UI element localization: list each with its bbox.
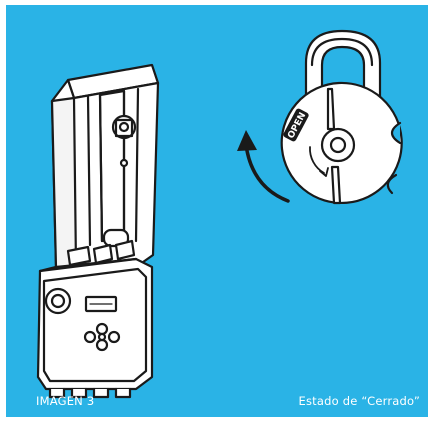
rotation-arrow xyxy=(237,130,290,203)
pump-controller-illustration xyxy=(36,63,160,399)
illustration: OPEN xyxy=(36,29,403,399)
figure-panel: OPEN IMAGEN 3 Estado de “Cerrado” xyxy=(6,5,428,417)
state-label: Estado de “Cerrado” xyxy=(298,394,420,408)
padlock-dial-illustration: OPEN xyxy=(280,29,403,205)
figure-label: IMAGEN 3 xyxy=(36,394,95,408)
